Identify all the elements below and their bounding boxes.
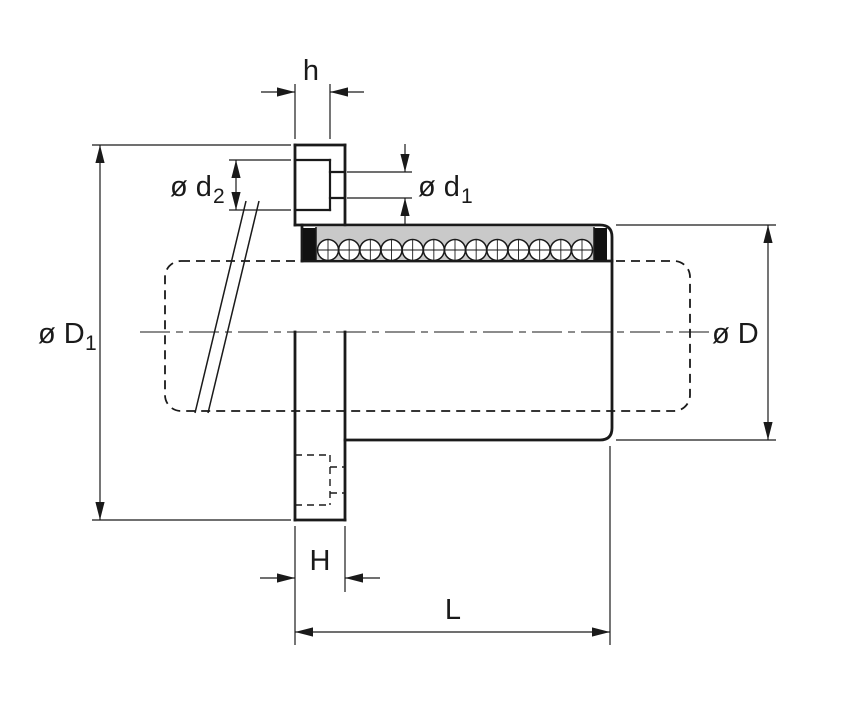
dim-label-D1: ø D xyxy=(38,318,85,350)
dimension-h: h xyxy=(261,55,364,139)
dimension-d1: ø d 1 xyxy=(347,144,473,226)
ball-bearings xyxy=(316,238,594,262)
shaft-break-line xyxy=(207,200,260,414)
dim-label-H: H xyxy=(310,545,331,577)
ball-retainer xyxy=(303,227,607,262)
dim-label-d1: ø d xyxy=(418,171,460,203)
left-seal xyxy=(303,228,316,260)
dimension-H: H xyxy=(260,526,380,645)
shaft-break-line xyxy=(194,200,247,414)
dim-label-d1-subscript: 1 xyxy=(461,185,473,208)
dim-label-h: h xyxy=(303,55,319,87)
hidden-mounting-hole xyxy=(295,454,345,506)
dimension-D: ø D xyxy=(616,224,776,441)
counterbore-hole xyxy=(293,158,347,212)
dimension-d2: ø d 2 xyxy=(170,159,291,211)
dimension-L: L xyxy=(295,446,611,645)
dim-label-D1-subscript: 1 xyxy=(85,332,97,355)
dimension-D1: ø D 1 xyxy=(38,144,291,521)
dim-label-D: ø D xyxy=(712,318,759,350)
flange xyxy=(293,143,347,522)
dim-label-d2-subscript: 2 xyxy=(213,185,225,208)
right-seal xyxy=(594,228,607,260)
dim-label-d2: ø d xyxy=(170,171,212,203)
dim-label-L: L xyxy=(445,594,461,626)
